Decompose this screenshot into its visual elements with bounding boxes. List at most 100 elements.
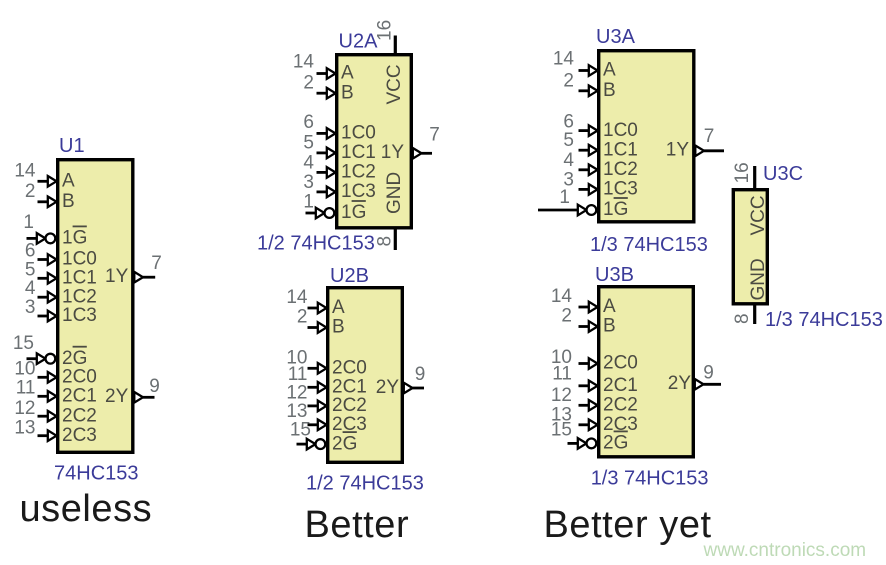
svg-text:5: 5 — [303, 132, 314, 153]
svg-text:12: 12 — [551, 385, 572, 406]
svg-text:11: 11 — [16, 378, 36, 399]
svg-text:1C1: 1C1 — [603, 139, 638, 160]
svg-text:GND: GND — [384, 172, 405, 214]
svg-text:6: 6 — [563, 112, 574, 133]
svg-text:B: B — [332, 317, 345, 338]
svg-text:1C2: 1C2 — [62, 286, 97, 307]
svg-text:B: B — [603, 316, 616, 337]
svg-text:13: 13 — [551, 405, 572, 426]
svg-text:1Y: 1Y — [381, 142, 405, 163]
svg-text:15: 15 — [290, 420, 311, 441]
svg-text:2G: 2G — [62, 348, 87, 369]
svg-text:2: 2 — [563, 70, 574, 91]
svg-text:2: 2 — [297, 307, 308, 328]
svg-text:2: 2 — [303, 72, 314, 93]
svg-text:1: 1 — [559, 187, 570, 208]
svg-text:VCC: VCC — [384, 64, 405, 104]
svg-text:7: 7 — [429, 125, 440, 146]
svg-text:2G: 2G — [332, 433, 357, 454]
svg-text:1C3: 1C3 — [341, 181, 376, 202]
svg-text:12: 12 — [14, 398, 35, 419]
svg-text:2C3: 2C3 — [603, 414, 638, 435]
svg-text:7: 7 — [151, 253, 162, 274]
svg-text:9: 9 — [703, 363, 714, 384]
svg-text:6: 6 — [303, 112, 314, 133]
svg-text:1C2: 1C2 — [341, 162, 376, 183]
svg-text:3: 3 — [25, 297, 36, 318]
svg-text:1Y: 1Y — [666, 140, 690, 161]
svg-text:www.cntronics.com: www.cntronics.com — [703, 540, 867, 561]
svg-text:A: A — [62, 171, 75, 192]
svg-text:VCC: VCC — [748, 195, 769, 235]
svg-text:8: 8 — [375, 236, 396, 247]
svg-text:16: 16 — [732, 162, 753, 183]
svg-text:U1: U1 — [59, 135, 85, 157]
svg-text:2C2: 2C2 — [332, 395, 367, 416]
svg-text:1/2 74HC153: 1/2 74HC153 — [257, 233, 375, 255]
svg-text:10: 10 — [14, 358, 35, 379]
svg-text:2C1: 2C1 — [62, 386, 97, 407]
svg-text:B: B — [603, 80, 616, 101]
svg-text:U3B: U3B — [595, 264, 634, 286]
svg-text:B: B — [341, 82, 354, 103]
svg-text:74HC153: 74HC153 — [54, 463, 139, 485]
svg-text:U2A: U2A — [339, 31, 379, 53]
svg-text:3: 3 — [563, 169, 574, 190]
svg-text:useless: useless — [20, 488, 153, 530]
svg-text:GND: GND — [748, 258, 769, 300]
svg-text:2C0: 2C0 — [62, 367, 97, 388]
svg-text:12: 12 — [286, 382, 307, 403]
svg-text:3: 3 — [303, 172, 314, 193]
svg-text:1: 1 — [23, 212, 34, 233]
svg-text:15: 15 — [551, 420, 572, 441]
svg-text:14: 14 — [286, 287, 308, 308]
svg-text:U3C: U3C — [763, 163, 803, 185]
svg-text:1/2 74HC153: 1/2 74HC153 — [306, 472, 424, 494]
svg-text:1: 1 — [303, 191, 314, 212]
svg-text:2C2: 2C2 — [62, 405, 97, 426]
svg-text:13: 13 — [14, 418, 35, 439]
svg-text:4: 4 — [563, 150, 574, 171]
svg-text:2Y: 2Y — [668, 373, 692, 394]
svg-text:B: B — [62, 191, 75, 212]
svg-text:2Y: 2Y — [105, 386, 129, 407]
svg-text:11: 11 — [288, 364, 308, 385]
svg-text:A: A — [341, 63, 354, 84]
svg-text:14: 14 — [14, 161, 36, 182]
svg-text:6: 6 — [25, 241, 36, 262]
svg-text:11: 11 — [552, 364, 572, 385]
svg-text:Better: Better — [305, 504, 410, 546]
svg-text:5: 5 — [25, 259, 36, 280]
svg-text:1C2: 1C2 — [603, 159, 638, 180]
svg-text:9: 9 — [149, 376, 160, 397]
svg-text:2C2: 2C2 — [603, 395, 638, 416]
svg-text:4: 4 — [303, 152, 314, 173]
svg-text:2C1: 2C1 — [332, 377, 367, 398]
svg-text:1C3: 1C3 — [62, 305, 97, 326]
svg-text:A: A — [603, 60, 616, 81]
svg-text:1G: 1G — [603, 199, 628, 220]
svg-text:10: 10 — [551, 347, 572, 368]
svg-text:A: A — [603, 296, 616, 317]
svg-text:2C1: 2C1 — [603, 375, 638, 396]
svg-text:2: 2 — [561, 306, 572, 327]
svg-text:14: 14 — [553, 49, 575, 70]
svg-text:1C0: 1C0 — [603, 120, 638, 141]
svg-text:1C0: 1C0 — [341, 123, 376, 144]
svg-text:1C3: 1C3 — [603, 179, 638, 200]
svg-text:U3A: U3A — [596, 26, 636, 48]
svg-text:2: 2 — [25, 181, 36, 202]
svg-text:1/3 74HC153: 1/3 74HC153 — [591, 468, 709, 490]
svg-text:1C0: 1C0 — [62, 249, 97, 270]
svg-text:U2B: U2B — [330, 265, 369, 287]
svg-text:2C0: 2C0 — [603, 353, 638, 374]
svg-text:5: 5 — [563, 130, 574, 151]
svg-text:14: 14 — [551, 286, 573, 307]
svg-text:1/3 74HC153: 1/3 74HC153 — [590, 234, 708, 256]
svg-text:10: 10 — [286, 347, 307, 368]
svg-text:13: 13 — [286, 401, 307, 422]
svg-text:2C3: 2C3 — [332, 414, 367, 435]
svg-text:2G: 2G — [603, 433, 628, 454]
svg-text:7: 7 — [704, 126, 715, 147]
svg-text:4: 4 — [25, 278, 36, 299]
